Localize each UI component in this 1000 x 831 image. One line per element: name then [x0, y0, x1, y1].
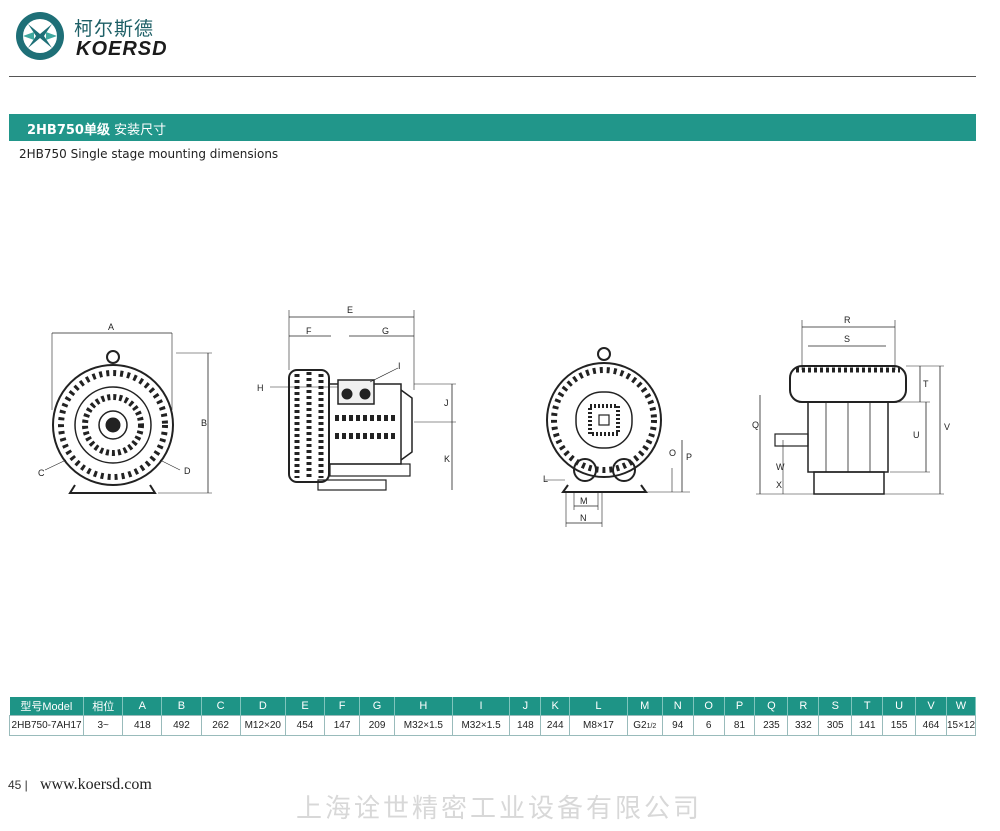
dim-label-x: X — [776, 480, 782, 490]
koersd-logo-icon — [16, 12, 64, 60]
cell-model: 2HB750-7AH17 — [8, 715, 85, 736]
cell-j: 148 — [509, 715, 542, 736]
table-header-row: 型号Model 相位 A B C D E F G H I J K L M N O… — [9, 697, 977, 716]
section-title-text: 安装尺寸 — [109, 123, 167, 138]
cell-v: 464 — [915, 715, 947, 736]
header-i: I — [452, 697, 511, 716]
dim-label-f: F — [306, 326, 312, 336]
section-subtitle: 2HB750 Single stage mounting dimensions — [19, 147, 279, 161]
cell-u: 155 — [882, 715, 917, 736]
dim-label-j: J — [444, 398, 449, 408]
dim-label-i: I — [398, 361, 401, 371]
cell-h: M32×1.5 — [394, 715, 453, 736]
rear-view-drawing — [545, 347, 690, 527]
dim-label-h: H — [257, 383, 264, 393]
section-title: 2HB750单级 安装尺寸 — [27, 119, 166, 138]
header-r: R — [787, 697, 820, 716]
dim-label-k: K — [444, 454, 450, 464]
cell-e: 454 — [284, 715, 326, 736]
header-s: S — [818, 697, 853, 716]
dim-label-d: D — [184, 466, 191, 476]
cell-w: 15×12 — [945, 715, 977, 736]
dim-label-s: S — [844, 334, 850, 344]
header-c: C — [201, 697, 241, 716]
section-header-bar: 2HB750单级 安装尺寸 — [9, 114, 976, 141]
table-row: 2HB750-7AH17 3~ 418 492 262 M12×20 454 1… — [8, 715, 977, 736]
page-number: 45 | — [8, 778, 28, 792]
dim-label-t: T — [923, 379, 929, 389]
header-f: F — [324, 697, 361, 716]
dim-label-o: O — [669, 448, 676, 458]
cell-m-value: G2 — [633, 720, 647, 731]
company-watermark: 上海诠世精密工业设备有限公司 — [296, 794, 703, 824]
header-b: B — [161, 697, 202, 716]
dim-label-w: W — [776, 462, 785, 472]
header-l: L — [569, 697, 628, 716]
cell-m: G21/2 — [626, 715, 663, 736]
brand-name-en: KOERSD — [76, 38, 168, 60]
dim-label-m: M — [580, 496, 588, 506]
dimension-spec-table: 型号Model 相位 A B C D E F G H I J K L M N O… — [8, 697, 977, 736]
header-a: A — [122, 697, 163, 716]
header-e: E — [285, 697, 326, 716]
cell-r: 332 — [787, 715, 820, 736]
header-d: D — [240, 697, 286, 716]
header-model: 型号Model — [9, 697, 85, 716]
cell-a: 418 — [122, 715, 163, 736]
header-t: T — [851, 697, 884, 716]
dim-label-r: R — [844, 315, 851, 325]
dim-label-v: V — [944, 422, 950, 432]
mounting-dimension-drawings: A B C D E F G H I J K — [38, 305, 950, 527]
cell-s: 305 — [818, 715, 853, 736]
dim-label-a: A — [108, 322, 114, 332]
cell-d: M12×20 — [239, 715, 286, 736]
dim-label-u: U — [913, 430, 920, 440]
cell-f: 147 — [324, 715, 361, 736]
cell-m-suffix: 1/2 — [646, 723, 657, 730]
header-divider — [9, 76, 976, 77]
header-u: U — [882, 697, 917, 716]
header-p: P — [724, 697, 756, 716]
top-view-drawing — [756, 320, 944, 495]
header-phase: 相位 — [83, 697, 124, 716]
header-k: K — [540, 697, 571, 716]
dim-label-g: G — [382, 326, 389, 336]
dim-label-b: B — [201, 418, 207, 428]
dim-label-l: L — [543, 474, 548, 484]
cell-l: M8×17 — [569, 715, 628, 736]
cell-b: 492 — [161, 715, 202, 736]
header-q: Q — [754, 697, 789, 716]
header-h: H — [394, 697, 453, 716]
header-g: G — [359, 697, 396, 716]
cell-p: 81 — [723, 715, 756, 736]
side-view-drawing — [270, 310, 456, 491]
cell-n: 94 — [661, 715, 694, 736]
cell-g: 209 — [359, 715, 396, 736]
website-url: www.koersd.com — [40, 776, 152, 793]
front-view-drawing — [44, 332, 212, 494]
cell-phase: 3~ — [83, 715, 124, 736]
header-j: J — [509, 697, 542, 716]
brand-name-cn: 柯尔斯德 — [74, 18, 155, 40]
brand-logo: 柯尔斯德 KOERSD — [14, 10, 214, 64]
section-title-model: 2HB750单级 — [27, 123, 110, 138]
cell-q: 235 — [754, 715, 789, 736]
header-n: N — [662, 697, 694, 716]
dim-label-q: Q — [752, 420, 759, 430]
cell-k: 244 — [540, 715, 571, 736]
cell-i: M32×1.5 — [451, 715, 511, 736]
cell-t: 141 — [851, 715, 884, 736]
header-m: M — [627, 697, 663, 716]
dim-label-p: P — [686, 452, 692, 462]
header-w: W — [946, 697, 977, 716]
cell-o: 6 — [692, 715, 725, 736]
dim-label-n: N — [580, 513, 587, 523]
dim-label-c: C — [38, 468, 45, 478]
header-o: O — [693, 697, 725, 716]
dim-label-e: E — [347, 305, 353, 315]
header-v: V — [915, 697, 947, 716]
cell-c: 262 — [200, 715, 241, 736]
